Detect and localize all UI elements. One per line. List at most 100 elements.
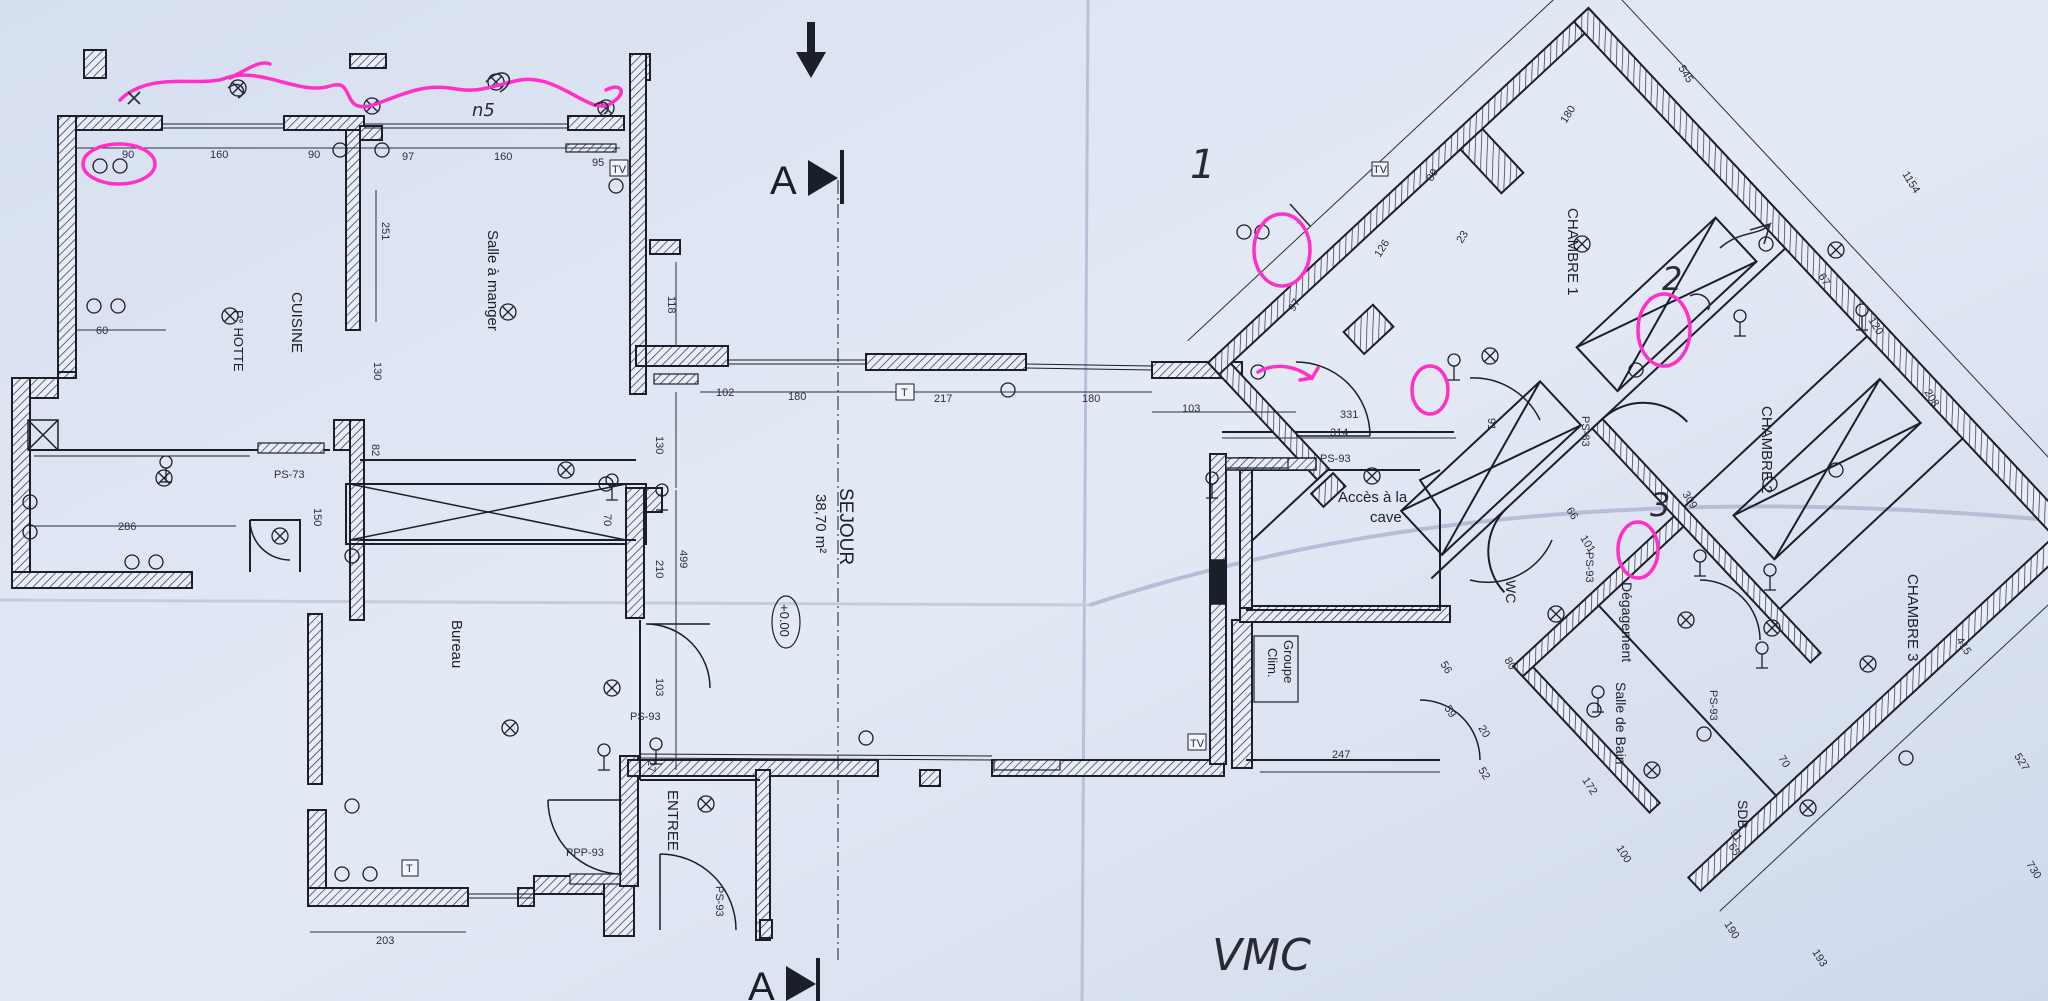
dim-66: 66 bbox=[1563, 505, 1580, 522]
handwritten-marks bbox=[127, 72, 1773, 311]
annotation-vmc: VMC bbox=[1212, 930, 1311, 981]
door-code-ps93-c: PS-93 bbox=[1583, 552, 1595, 583]
level-marker bbox=[771, 595, 801, 649]
power-socket-icon bbox=[148, 554, 164, 570]
dim-80: 80 bbox=[1501, 655, 1518, 672]
door-code-ps93-a: PS-93 bbox=[1320, 453, 1351, 465]
ceiling-light-cross bbox=[560, 464, 572, 476]
power-socket-icon bbox=[22, 524, 38, 540]
light-switch-stem bbox=[1856, 316, 1868, 331]
ceiling-light-cross bbox=[224, 310, 236, 322]
power-socket-icon bbox=[608, 178, 624, 194]
room-label-chambre1: CHAMBRE 1 bbox=[1564, 208, 1581, 296]
ceiling-light-cross bbox=[1862, 658, 1874, 670]
room-label-acces-cave-2: cave bbox=[1370, 509, 1402, 526]
power-socket-icon bbox=[362, 866, 378, 882]
electrical-symbols bbox=[22, 73, 1914, 882]
dim-52: 52 bbox=[1475, 765, 1492, 782]
annotation-3: 3 bbox=[1650, 486, 1670, 524]
room-label-sdb: SDB bbox=[1735, 800, 1751, 829]
tv-symbol-salle: TV bbox=[612, 164, 627, 176]
door-code-ps83: PS-83 bbox=[1579, 416, 1591, 447]
light-switch-stem bbox=[1592, 698, 1604, 713]
ceiling-light-icon bbox=[499, 303, 517, 321]
power-socket-icon bbox=[858, 730, 874, 746]
ceiling-light-icon bbox=[1481, 347, 1499, 365]
power-socket-icon bbox=[1762, 476, 1778, 492]
dim-97-b: 97 bbox=[1286, 297, 1303, 314]
ceiling-light-cross bbox=[1646, 764, 1658, 776]
door-swings bbox=[249, 361, 1761, 931]
dim-67: 67 bbox=[1815, 271, 1832, 288]
power-socket-icon bbox=[1898, 750, 1914, 766]
dim-82: 82 bbox=[369, 444, 381, 456]
power-socket-icon bbox=[344, 798, 360, 814]
room-label-bureau: Bureau bbox=[448, 620, 465, 668]
light-switch-stem bbox=[656, 496, 668, 511]
light-switch-stem bbox=[1694, 562, 1706, 577]
door-code-ps93-e: PS-93 bbox=[1707, 690, 1719, 721]
power-socket-icon bbox=[344, 548, 360, 564]
light-switch-stem bbox=[598, 756, 610, 771]
dim-217: 217 bbox=[934, 393, 952, 405]
room-label-chambre3: CHAMBRE 3 bbox=[1904, 574, 1921, 662]
dim-91-b: 91 bbox=[1727, 827, 1744, 844]
room-label-degagement: Dégagement bbox=[1619, 582, 1635, 662]
pink-highlights bbox=[81, 61, 1692, 580]
room-label-entree: ENTREE bbox=[664, 790, 681, 851]
light-switch-stem bbox=[650, 750, 662, 765]
power-socket-icon bbox=[124, 554, 140, 570]
groupe-clim-box bbox=[1253, 635, 1299, 703]
dim-70-a: 70 bbox=[601, 514, 613, 526]
light-switch-stem bbox=[606, 486, 618, 501]
power-socket-icon bbox=[598, 476, 614, 492]
door-code-ps93-b: PS-93 bbox=[630, 711, 661, 723]
power-socket-icon bbox=[1236, 224, 1252, 240]
room-labels: CUISINE P° HOTTE Salle à manger SEJOUR 3… bbox=[231, 208, 1921, 851]
room-label-sejour-area: 38,70 m² bbox=[812, 494, 829, 553]
dim-90-a: 90 bbox=[122, 149, 134, 161]
ceiling-light-icon bbox=[597, 99, 615, 117]
door-code-ppp93: PPP-93 bbox=[566, 847, 604, 859]
dim-251: 251 bbox=[379, 222, 391, 240]
ceiling-light-icon bbox=[1547, 605, 1565, 623]
dim-103-b: 103 bbox=[653, 678, 665, 696]
dim-27: 27 bbox=[645, 760, 657, 772]
north-arrow bbox=[796, 22, 826, 78]
paper-fold-horizontal-left bbox=[0, 598, 1091, 607]
ceiling-light-cross bbox=[1830, 244, 1842, 256]
ceiling-light-icon bbox=[1363, 467, 1381, 485]
power-socket-icon bbox=[1586, 702, 1602, 718]
dim-130-b: 130 bbox=[653, 436, 665, 454]
room-label-hotte: P° HOTTE bbox=[231, 310, 246, 372]
door-code-ps73: PS-73 bbox=[274, 469, 305, 481]
power-socket-icon bbox=[1000, 382, 1016, 398]
dim-180-b: 180 bbox=[1082, 393, 1100, 405]
ceiling-light-icon bbox=[1643, 761, 1661, 779]
power-socket-icon bbox=[334, 866, 350, 882]
dim-97: 97 bbox=[402, 151, 414, 163]
door-code-ps93-d: PS-93 bbox=[713, 886, 725, 917]
room-label-salle-de-bain: Salle de Bain bbox=[1613, 682, 1629, 765]
dim-23: 23 bbox=[1454, 229, 1471, 246]
power-socket-icon bbox=[374, 142, 390, 158]
ceiling-light-icon bbox=[1573, 235, 1591, 253]
dim-160-a: 160 bbox=[210, 149, 228, 161]
power-socket-icon bbox=[1628, 362, 1644, 378]
dim-160-b: 160 bbox=[494, 151, 512, 163]
ceiling-light-cross bbox=[1366, 470, 1378, 482]
light-switch-stem bbox=[1448, 366, 1460, 381]
dim-286: 286 bbox=[118, 521, 136, 533]
dim-247: 247 bbox=[1332, 749, 1350, 761]
dim-103-a: 103 bbox=[1182, 403, 1200, 415]
power-socket-icon bbox=[112, 158, 128, 174]
ceiling-light-icon bbox=[155, 469, 173, 487]
ceiling-light-icon bbox=[1763, 619, 1781, 637]
ceiling-light-cross bbox=[1576, 238, 1588, 250]
room-label-cuisine: CUISINE bbox=[288, 292, 305, 353]
section-marker-top: A bbox=[770, 150, 844, 204]
dim-59: 59 bbox=[1441, 703, 1458, 720]
ceiling-light-icon bbox=[603, 679, 621, 697]
dim-60: 60 bbox=[96, 325, 108, 337]
ceiling-light-icon bbox=[1677, 611, 1695, 629]
